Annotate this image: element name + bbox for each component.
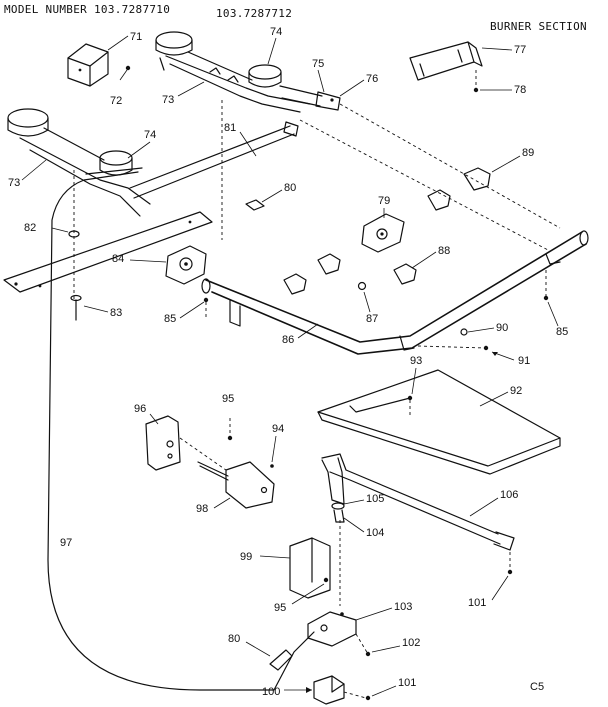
callout-77: 77 xyxy=(514,44,526,56)
callout-84: 84 xyxy=(112,253,124,265)
part-95-screw-lower xyxy=(323,577,329,583)
part-104-fitting xyxy=(333,509,345,523)
part-93-screw xyxy=(407,395,413,416)
callout-71: 71 xyxy=(130,31,142,43)
part-88-valve-clip xyxy=(393,263,417,285)
part-84-valve xyxy=(165,245,207,285)
callout-94: 94 xyxy=(272,423,284,435)
part-79-valve xyxy=(361,213,405,253)
footer-code: C5 xyxy=(530,681,544,693)
callout-83: 83 xyxy=(110,307,122,319)
callout-85-right: 85 xyxy=(556,326,568,338)
callout-74-lower: 74 xyxy=(144,129,156,141)
callout-80-upper: 80 xyxy=(284,182,296,194)
callout-73-upper: 73 xyxy=(162,94,174,106)
callout-96: 96 xyxy=(134,403,146,415)
part-92-heat-shield xyxy=(317,369,561,475)
part-95-screw xyxy=(227,418,233,441)
model-number-label: MODEL NUMBER 103.7287710 xyxy=(4,3,170,16)
callout-82: 82 xyxy=(24,222,36,234)
part-80-fitting-lower xyxy=(269,649,293,671)
callout-90: 90 xyxy=(496,322,508,334)
lower-burner-assembly xyxy=(3,108,299,293)
part-100-bracket xyxy=(313,675,345,705)
callout-93: 93 xyxy=(410,355,422,367)
callout-101-upper: 101 xyxy=(468,597,486,609)
alignment-line xyxy=(417,345,487,349)
part-105-fitting xyxy=(321,457,345,510)
callout-75: 75 xyxy=(312,58,324,70)
part-72-screw xyxy=(119,65,131,81)
alignment-line xyxy=(179,437,227,471)
callout-73-lower: 73 xyxy=(8,177,20,189)
callout-105: 105 xyxy=(366,493,384,505)
part-97-tube xyxy=(47,167,315,691)
callout-92: 92 xyxy=(510,385,522,397)
part-96-bracket xyxy=(145,415,181,471)
callout-98: 98 xyxy=(196,503,208,515)
callout-95-lower: 95 xyxy=(274,602,286,614)
callout-labels: 71 72 73 74 75 76 77 78 74 81 73 80 89 7… xyxy=(8,26,568,698)
part-91-screw xyxy=(483,345,515,361)
callout-80-lower: 80 xyxy=(228,633,240,645)
callout-103: 103 xyxy=(394,601,412,613)
callout-88: 88 xyxy=(438,245,450,257)
callout-81: 81 xyxy=(224,122,236,134)
part-86-manifold-pipe xyxy=(201,230,589,355)
callout-99: 99 xyxy=(240,551,252,563)
part-85-screw-right xyxy=(543,270,549,301)
callout-101-lower: 101 xyxy=(398,677,416,689)
part-77-bracket xyxy=(409,41,483,81)
part-85-screw xyxy=(203,297,209,318)
callout-91: 91 xyxy=(518,355,530,367)
alignment-line xyxy=(339,103,561,229)
callout-100: 100 xyxy=(262,686,280,698)
part-94-pin xyxy=(270,464,274,468)
part-106-tube xyxy=(321,453,515,551)
callout-95-upper: 95 xyxy=(222,393,234,405)
callout-97: 97 xyxy=(60,537,72,549)
part-99-bracket xyxy=(289,537,331,599)
alternate-model-number: 103.7287712 xyxy=(216,7,292,20)
callout-86: 86 xyxy=(282,334,294,346)
part-89-valve-clip xyxy=(463,167,491,191)
alignment-line xyxy=(343,691,367,699)
part-90-orifice xyxy=(460,328,468,336)
callout-89: 89 xyxy=(522,147,534,159)
callout-85-left: 85 xyxy=(164,313,176,325)
callout-102: 102 xyxy=(402,637,420,649)
part-98-igniter xyxy=(197,461,275,509)
part-82-grommet xyxy=(51,227,80,238)
callout-78: 78 xyxy=(514,84,526,96)
part-87-orifice xyxy=(357,281,367,291)
part-103-valve xyxy=(307,611,357,647)
part-101-screw-upper xyxy=(507,552,513,575)
valve-clip xyxy=(283,189,451,295)
callout-74-upper: 74 xyxy=(270,26,282,38)
callout-72: 72 xyxy=(110,95,122,107)
part-101-screw-lower xyxy=(365,685,397,701)
part-102-screw xyxy=(365,651,371,657)
section-title: BURNER SECTION xyxy=(490,20,587,33)
callout-104: 104 xyxy=(366,527,384,539)
part-83-screw xyxy=(70,294,109,321)
part-80-valve-clip xyxy=(245,199,265,211)
callout-106: 106 xyxy=(500,489,518,501)
upper-burner-assembly xyxy=(155,31,341,113)
part-71-bracket-box xyxy=(67,43,109,87)
alignment-line xyxy=(299,119,549,251)
callout-79: 79 xyxy=(378,195,390,207)
callout-87: 87 xyxy=(366,313,378,325)
alignment-line xyxy=(355,633,369,655)
part-78-screw xyxy=(473,70,479,93)
callout-76: 76 xyxy=(366,73,378,85)
